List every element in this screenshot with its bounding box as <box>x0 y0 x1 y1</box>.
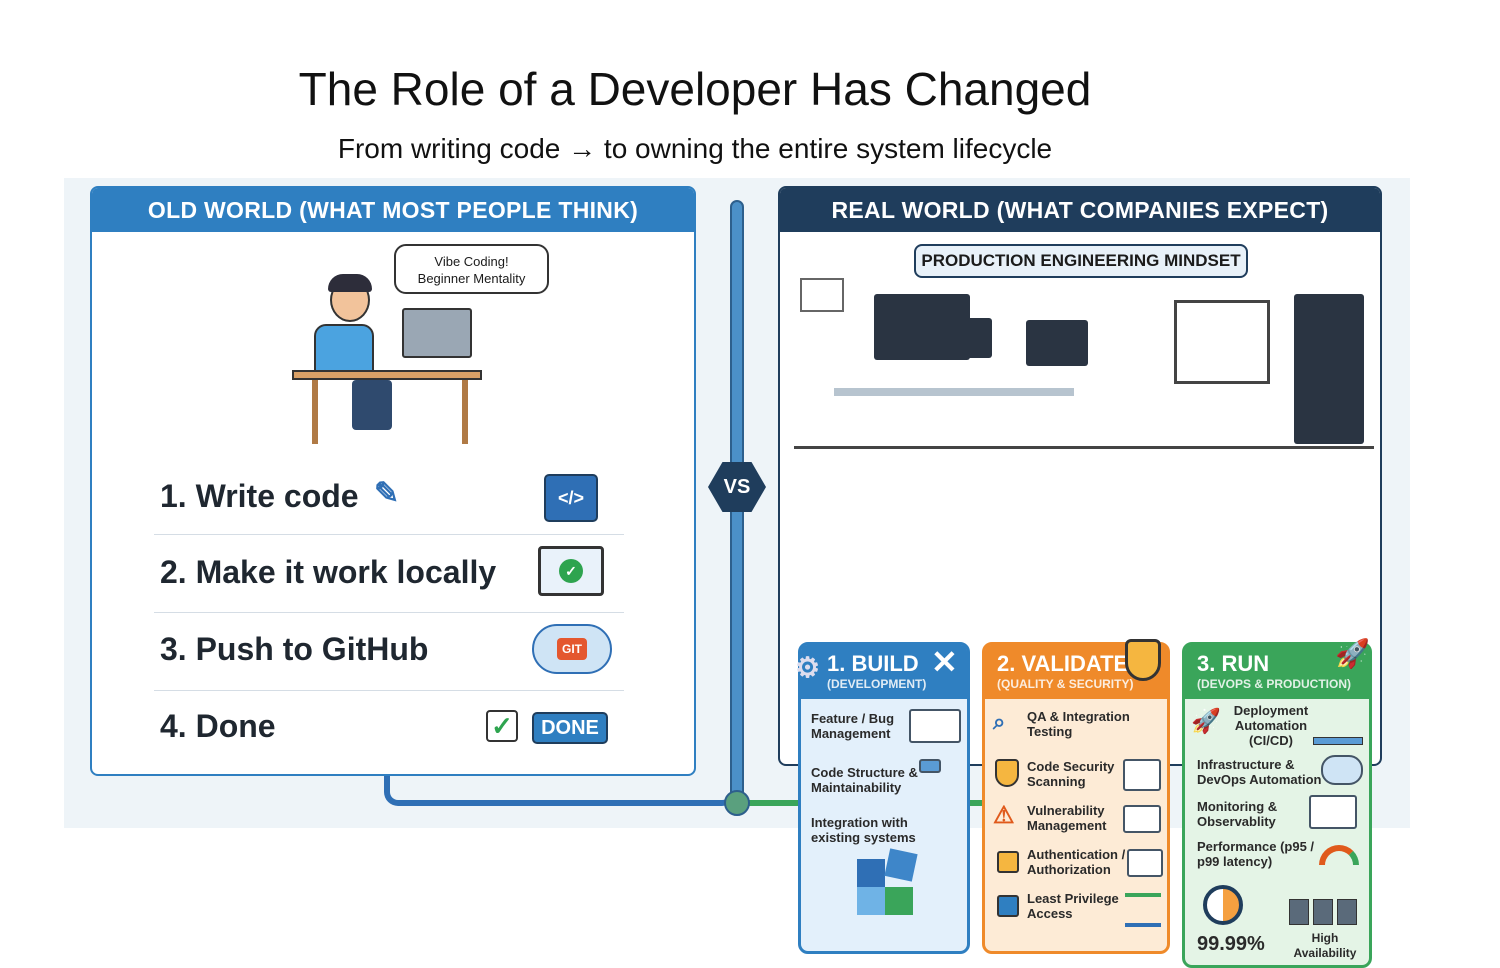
warning-icon: ⚠ <box>993 802 1015 829</box>
wrench-icon: ✕ <box>931 644 958 680</box>
mindset-banner: PRODUCTION ENGINEERING MINDSET <box>914 244 1248 278</box>
rocket-icon: 🚀 <box>1191 708 1221 735</box>
validate-item: Authentication / Authorization <box>1027 847 1126 877</box>
document-key-icon <box>1123 759 1161 791</box>
run-item: Monitoring & Observablity <box>1197 799 1278 829</box>
build-title: 1. BUILD <box>827 651 919 676</box>
speech-bubble: Vibe Coding! Beginner Mentality <box>394 244 549 294</box>
step-work-locally: 2. Make it work locally <box>160 554 497 590</box>
build-column: 1. BUILD (DEVELOPMENT) ⚙ ✕ Feature / Bug… <box>795 642 970 954</box>
id-card-icon <box>1127 849 1163 877</box>
bug-window-icon <box>1123 805 1161 833</box>
developer-illustration <box>292 274 492 448</box>
slide-subtitle: From writing code → to owning the entire… <box>337 133 1053 164</box>
cloud-server-icon <box>1321 755 1363 785</box>
validate-item: Least Privilege Access <box>1027 891 1119 921</box>
step-write-code: 1. Write code <box>160 478 359 514</box>
infographic: VS OLD WORLD (WHAT MOST PEOPLE THINK) Vi… <box>64 178 1410 968</box>
magnifier-check-icon: ⌕ <box>993 709 1006 734</box>
validate-subtitle: (QUALITY & SECURITY) <box>997 677 1134 691</box>
run-item: Infrastructure & DevOps Automation <box>1197 757 1322 787</box>
build-item: Code Structure & Maintainability <box>811 765 918 795</box>
bubble-line-2: Beginner Mentality <box>417 271 526 286</box>
git-badge: GIT <box>557 638 587 660</box>
server-cluster-icon <box>1289 881 1359 925</box>
step-push-github: 3. Push to GitHub <box>160 631 429 667</box>
git-cloud-icon: GIT <box>532 624 612 674</box>
open-padlock-icon <box>997 895 1019 917</box>
laptop-check-icon: ✓ <box>538 546 604 596</box>
uptime-value: 99.99% <box>1197 933 1265 955</box>
dashboard-chart-icon <box>1309 795 1357 829</box>
build-item: Feature / Bug Management <box>811 711 895 741</box>
build-item: Integration with existing systems <box>811 815 916 845</box>
rocket-icon: 🚀 <box>1335 638 1370 669</box>
kanban-board-icon <box>909 709 961 743</box>
security-shield-icon <box>995 759 1019 787</box>
done-button-icon: DONE <box>532 712 608 744</box>
validate-item: Vulnerability Management <box>1027 803 1107 833</box>
bubble-line-1: Vibe Coding! <box>434 254 509 269</box>
gear-icon: ⚙ <box>795 652 821 683</box>
padlock-icon <box>997 851 1019 873</box>
run-item: Deployment Automation (CI/CD) <box>1233 703 1309 748</box>
pipeline-icon <box>1313 737 1363 745</box>
validate-item: Code Security Scanning <box>1027 759 1115 789</box>
code-window-icon: </> <box>544 474 598 522</box>
build-subtitle: (DEVELOPMENT) <box>827 677 927 691</box>
run-title: 3. RUN <box>1197 651 1270 676</box>
run-column: 3. RUN (DEVOPS & PRODUCTION) 🚀 🚀 Deploym… <box>1182 638 1372 968</box>
run-subtitle: (DEVOPS & PRODUCTION) <box>1197 677 1352 691</box>
pencil-icon: ✎ <box>374 477 400 510</box>
validate-title: 2. VALIDATE <box>997 651 1129 676</box>
old-world-header: OLD WORLD (WHAT MOST PEOPLE THINK) <box>92 188 694 232</box>
slide-title: The Role of a Developer Has Changed <box>298 63 1092 115</box>
checkbox-check-icon: ✓ <box>486 710 518 742</box>
puzzle-icon <box>857 848 918 915</box>
validate-item: QA & Integration Testing <box>1027 709 1130 739</box>
availability-label: High Availability <box>1293 931 1357 960</box>
stopwatch-icon <box>1203 885 1243 925</box>
divider-node <box>724 790 750 816</box>
validate-column: 2. VALIDATE (QUALITY & SECURITY) ⌕ QA & … <box>982 639 1170 954</box>
shield-icon <box>1125 639 1161 681</box>
real-world-header: REAL WORLD (WHAT COMPANIES EXPECT) <box>780 188 1380 232</box>
flowchart-icon <box>919 759 941 773</box>
permissions-list-icon <box>1125 893 1161 927</box>
vs-badge: VS <box>708 462 766 512</box>
old-world-panel: OLD WORLD (WHAT MOST PEOPLE THINK) Vibe … <box>90 186 696 776</box>
team-illustration <box>794 278 1374 450</box>
step-done: 4. Done <box>160 708 276 744</box>
